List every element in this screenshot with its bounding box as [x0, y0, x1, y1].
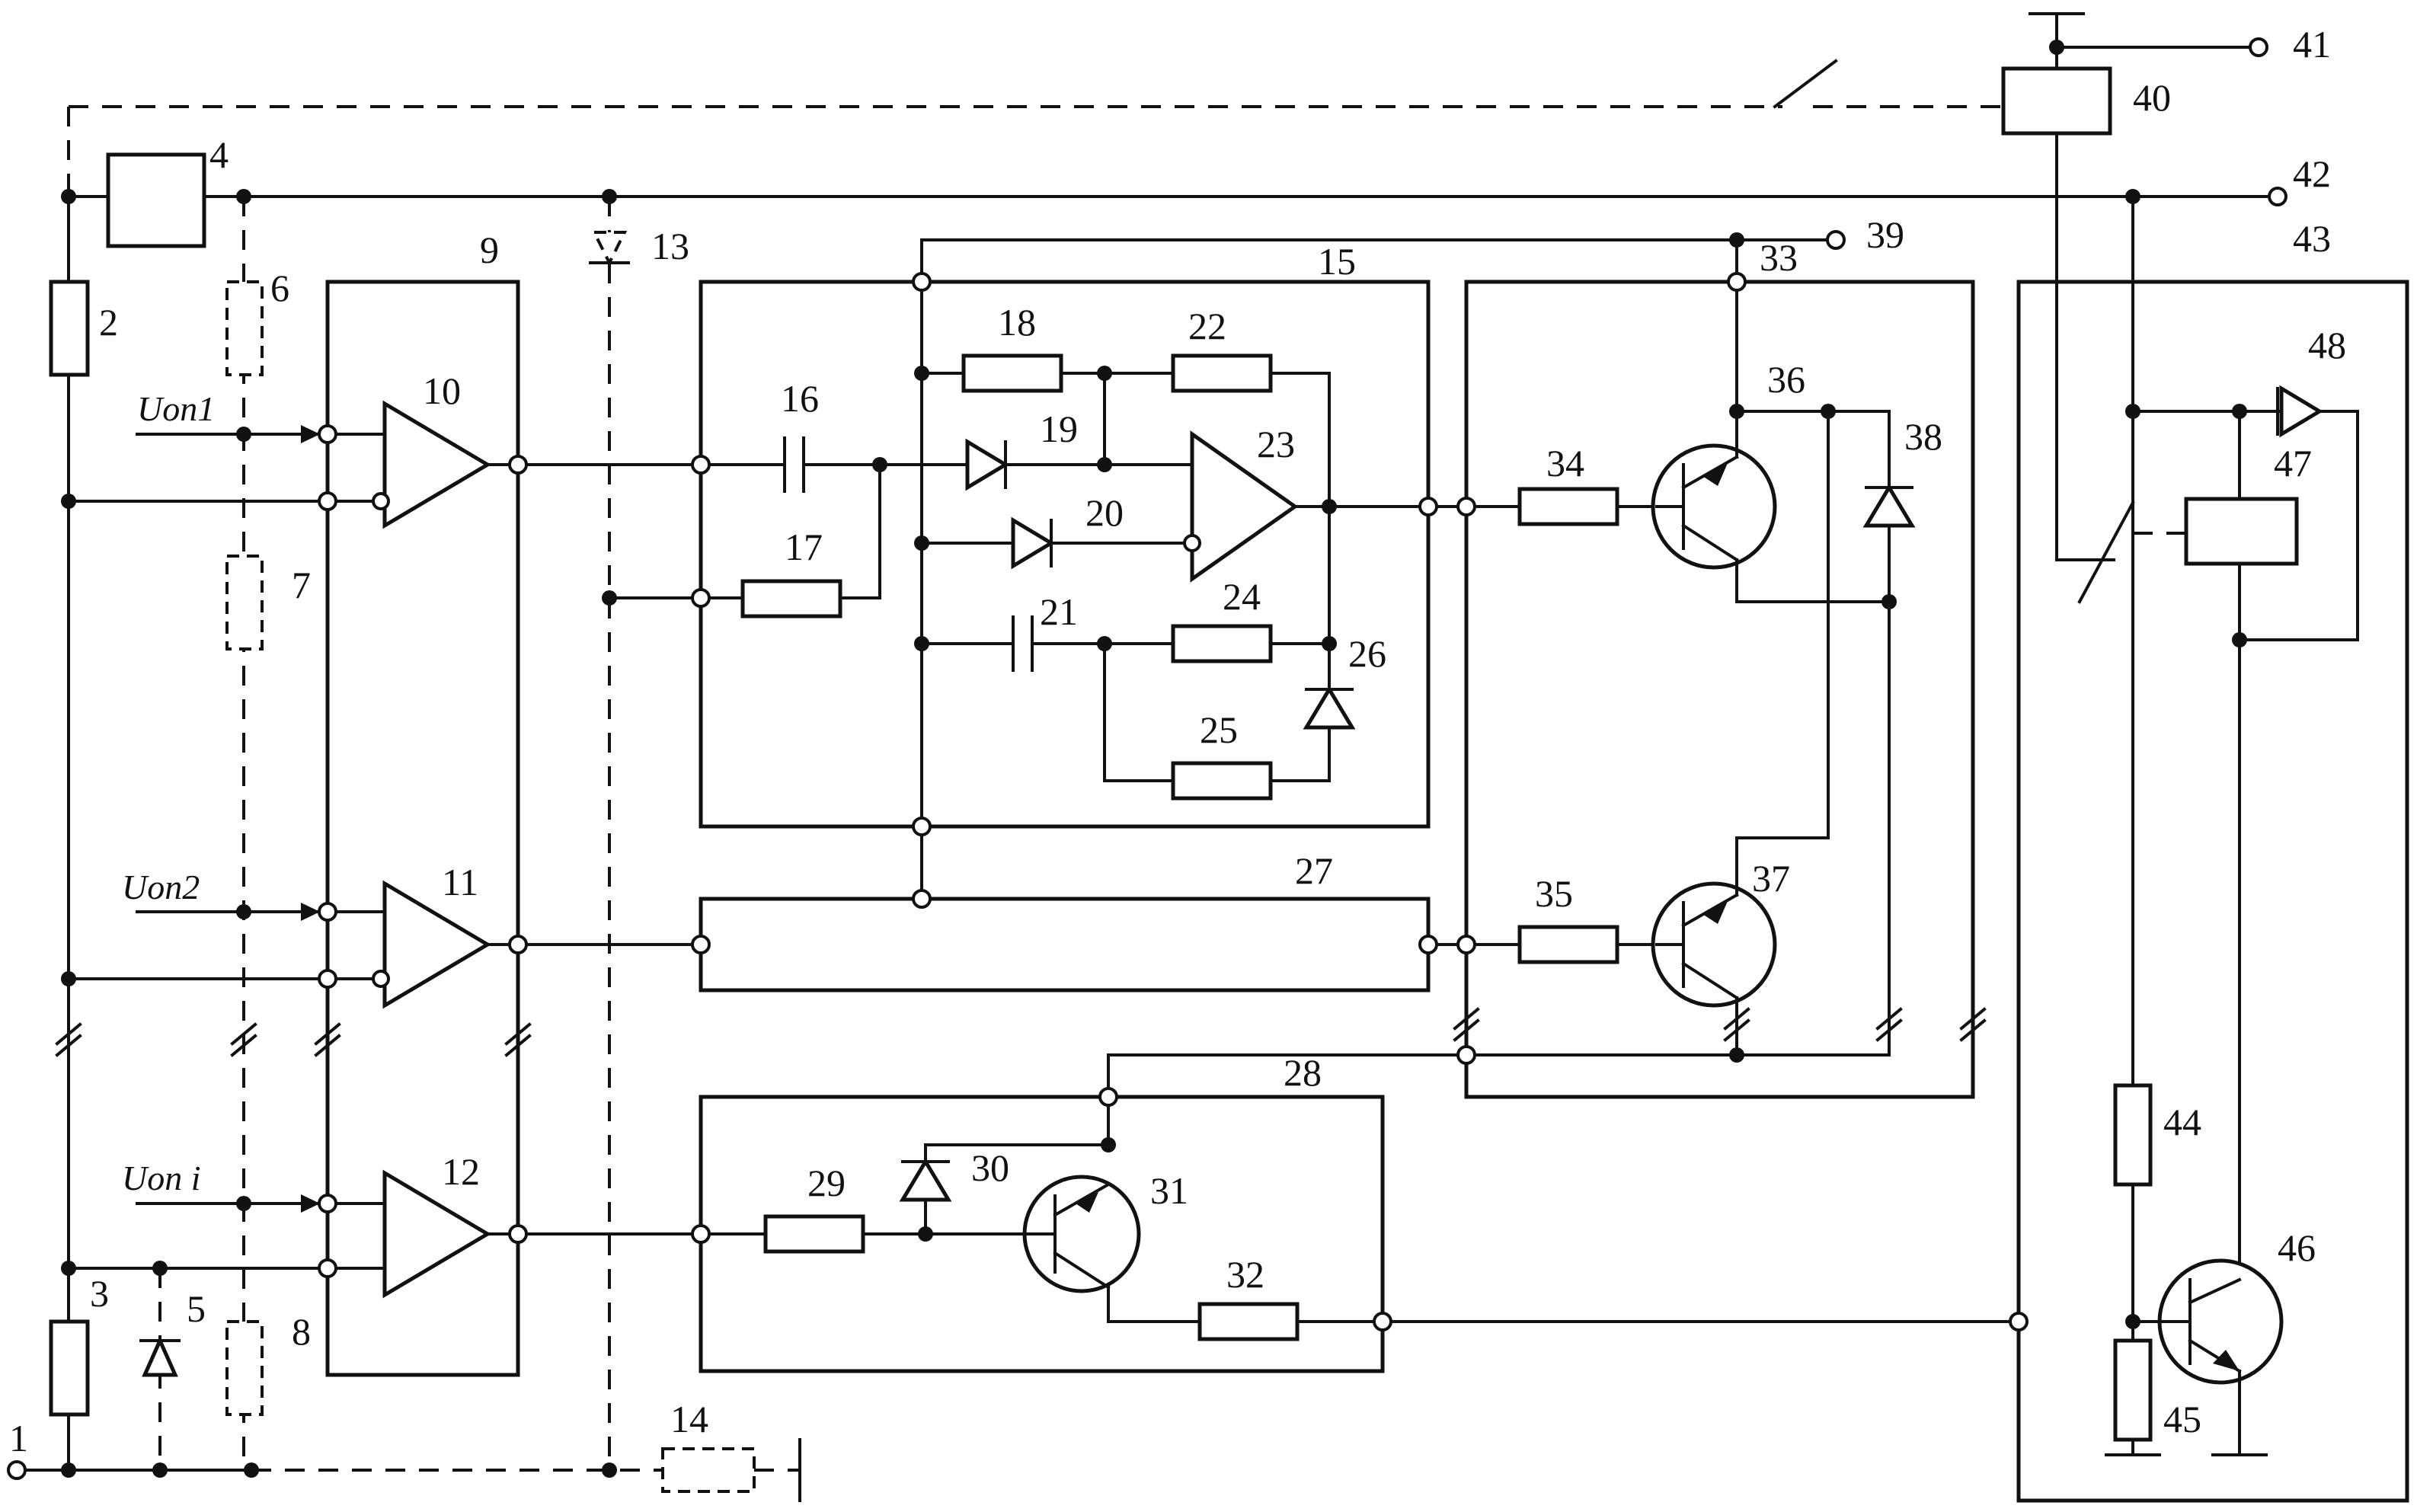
label-41: 41	[2293, 23, 2331, 66]
transistor-37	[1653, 884, 1775, 1005]
resistor-25	[1173, 763, 1271, 798]
label-25: 25	[1200, 708, 1238, 751]
label-22: 22	[1188, 305, 1226, 347]
label-30: 30	[971, 1146, 1009, 1189]
resistor-8	[227, 1322, 262, 1415]
label-43: 43	[2293, 217, 2331, 260]
label-31: 31	[1150, 1169, 1188, 1212]
block-27	[701, 899, 1428, 990]
resistor-6	[227, 282, 262, 375]
terminal-41-assembly	[2030, 14, 2259, 47]
resistor-3	[51, 1322, 88, 1415]
block-14	[663, 1449, 754, 1491]
label-13: 13	[651, 225, 689, 267]
label-26: 26	[1348, 632, 1386, 675]
label-8: 8	[292, 1310, 311, 1353]
label-uoni: Uon i	[122, 1159, 201, 1197]
label-7: 7	[292, 564, 311, 606]
resistor-34	[1520, 489, 1617, 524]
resistor-17	[743, 581, 840, 616]
zener-13	[590, 232, 628, 263]
label-24: 24	[1223, 575, 1261, 618]
label-17: 17	[785, 526, 823, 568]
label-33: 33	[1760, 236, 1798, 279]
label-32: 32	[1226, 1253, 1264, 1296]
resistor-22	[1173, 356, 1271, 391]
input-labels: Uon1 Uon2 Uon i	[122, 389, 215, 1197]
label-6: 6	[270, 267, 289, 309]
label-9: 9	[480, 229, 499, 271]
relay-coil-40	[2003, 69, 2110, 133]
label-47: 47	[2274, 442, 2312, 484]
resistor-45	[2115, 1341, 2150, 1440]
label-39: 39	[1866, 213, 1904, 256]
resistor-35	[1520, 927, 1617, 962]
label-35: 35	[1535, 872, 1573, 915]
resistor-32	[1200, 1304, 1297, 1339]
label-48: 48	[2308, 324, 2346, 366]
label-37: 37	[1752, 857, 1790, 900]
relay-coil-47	[2186, 499, 2297, 564]
label-15: 15	[1318, 240, 1356, 283]
label-3: 3	[90, 1272, 109, 1315]
label-2: 2	[99, 301, 118, 344]
label-14: 14	[670, 1398, 708, 1440]
label-42: 42	[2293, 152, 2331, 195]
label-38: 38	[1904, 415, 1942, 458]
resistor-29	[766, 1216, 863, 1251]
label-40: 40	[2133, 76, 2171, 119]
label-36: 36	[1767, 358, 1805, 401]
label-45: 45	[2163, 1398, 2201, 1440]
zener-5	[141, 1268, 179, 1470]
transistor-36	[1653, 446, 1775, 567]
label-11: 11	[442, 861, 478, 903]
label-21: 21	[1040, 590, 1078, 633]
label-28: 28	[1284, 1051, 1322, 1094]
label-12: 12	[442, 1150, 480, 1193]
label-44: 44	[2163, 1101, 2201, 1143]
label-4: 4	[209, 133, 229, 176]
resistor-2	[51, 282, 88, 375]
block-4	[108, 155, 204, 246]
label-10: 10	[423, 369, 461, 412]
label-19: 19	[1040, 408, 1078, 450]
label-46: 46	[2278, 1226, 2316, 1269]
label-uon2: Uon2	[122, 868, 200, 906]
label-20: 20	[1085, 491, 1124, 534]
label-34: 34	[1546, 442, 1584, 484]
label-27: 27	[1295, 849, 1333, 892]
label-16: 16	[781, 377, 819, 420]
resistor-7	[227, 556, 262, 649]
resistor-44	[2115, 1085, 2150, 1184]
label-1: 1	[9, 1417, 28, 1459]
resistor-24	[1173, 626, 1271, 661]
label-uon1: Uon1	[137, 389, 215, 428]
label-5: 5	[187, 1287, 206, 1330]
label-29: 29	[807, 1162, 846, 1204]
label-18: 18	[998, 301, 1036, 344]
transistor-31	[1025, 1177, 1139, 1291]
resistor-18	[964, 356, 1061, 391]
label-23: 23	[1257, 423, 1295, 465]
